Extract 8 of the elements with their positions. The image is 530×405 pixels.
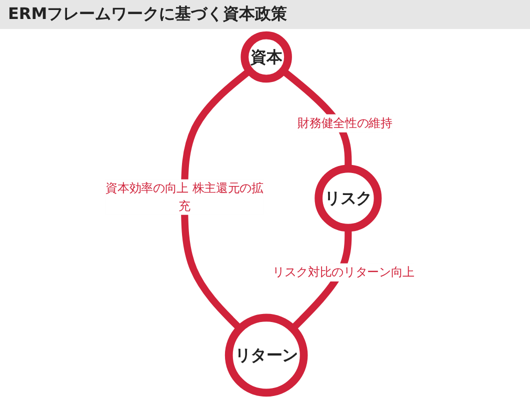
node-circle: リスク: [314, 164, 382, 232]
diagram-title: ERMフレームワークに基づく資本政策: [0, 0, 530, 29]
connector: [181, 68, 252, 332]
edge-label: リスク対比のリターン向上: [272, 264, 415, 280]
node-circle: 資本: [240, 31, 292, 83]
edge-label: 資本効率の向上 株主還元の拡充: [106, 180, 264, 213]
node-circle: リターン: [225, 314, 308, 397]
edge-label: 財務健全性の維持: [298, 116, 393, 130]
